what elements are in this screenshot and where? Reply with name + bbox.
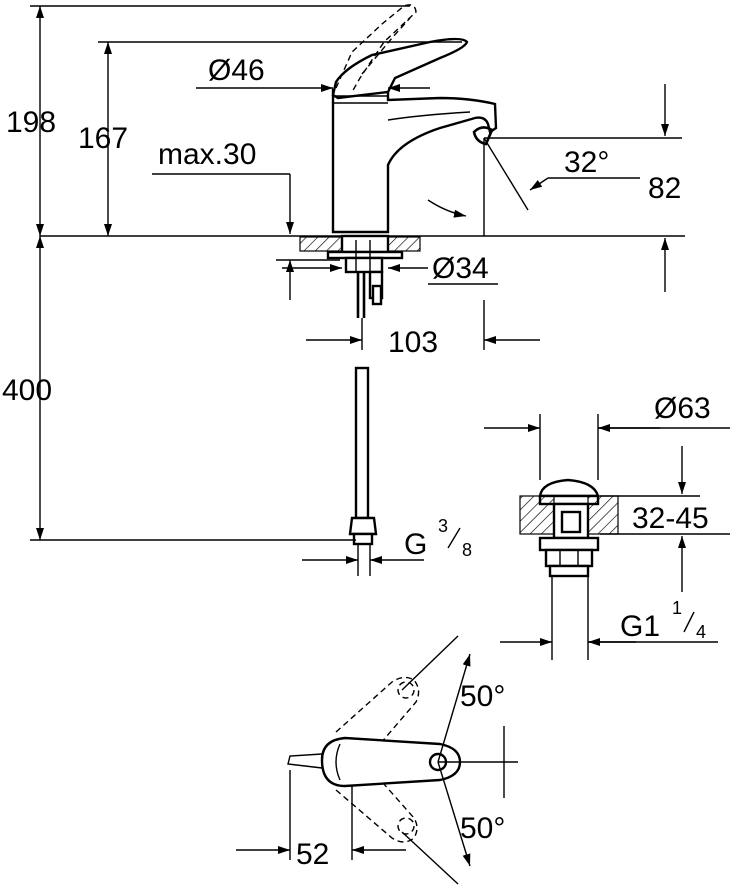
dim-lever-offset: 52: [296, 838, 329, 871]
deck-hatch-right: [387, 236, 421, 252]
dim-waste-thread-den: 4: [696, 622, 706, 642]
side-view-dimensions: 198 167 Ø46 max.30 82 32° Ø34: [2, 5, 682, 564]
aerator: [472, 126, 494, 146]
dim-hole-diameter: Ø34: [432, 252, 489, 285]
dim-waste-diameter: Ø63: [654, 392, 711, 425]
dim-hose-thread-num: 3: [438, 516, 448, 536]
deck-hatch-left: [299, 236, 343, 252]
dim-rotation-up: 50°: [460, 680, 505, 713]
waste-nut: [538, 536, 600, 552]
handle-rotated-down: [335, 765, 418, 843]
waste-cap: [538, 478, 600, 498]
dim-rotation-down: 50°: [460, 812, 505, 845]
dim-reach: 103: [388, 326, 438, 359]
waste-hatch-right: [587, 495, 619, 535]
dim-400: 400: [2, 374, 52, 407]
dim-max-deck: max.30: [158, 138, 256, 171]
flexible-hose: [354, 366, 370, 520]
dim-198: 198: [6, 106, 56, 139]
waste-valve: [519, 478, 619, 660]
faucet-handle: [331, 37, 469, 100]
hose-nut: [348, 516, 378, 536]
faucet-body: [331, 88, 498, 234]
dim-angle: 32°: [564, 146, 609, 179]
dim-handle-diameter: Ø46: [208, 54, 265, 87]
faucet-side-view: [40, 4, 685, 576]
dim-hose-thread-den: 8: [462, 540, 472, 560]
waste-dimensions: Ø63 32-45 G1 1 4: [484, 392, 730, 646]
spout-top: [287, 753, 323, 769]
top-view-dimensions: 50° 50° 52: [236, 635, 505, 885]
dim-167: 167: [78, 122, 128, 155]
handle-rotated-up: [335, 676, 420, 759]
fixing-nut: [340, 234, 390, 254]
dim-82: 82: [648, 172, 681, 205]
dim-hose-thread: G: [404, 528, 427, 561]
dim-waste-range: 32-45: [632, 502, 709, 535]
dim-waste-thread: G1: [620, 610, 660, 643]
mounting-stud: [344, 256, 384, 274]
waste-hatch-left: [519, 495, 555, 535]
dim-waste-thread-num: 1: [672, 598, 682, 618]
